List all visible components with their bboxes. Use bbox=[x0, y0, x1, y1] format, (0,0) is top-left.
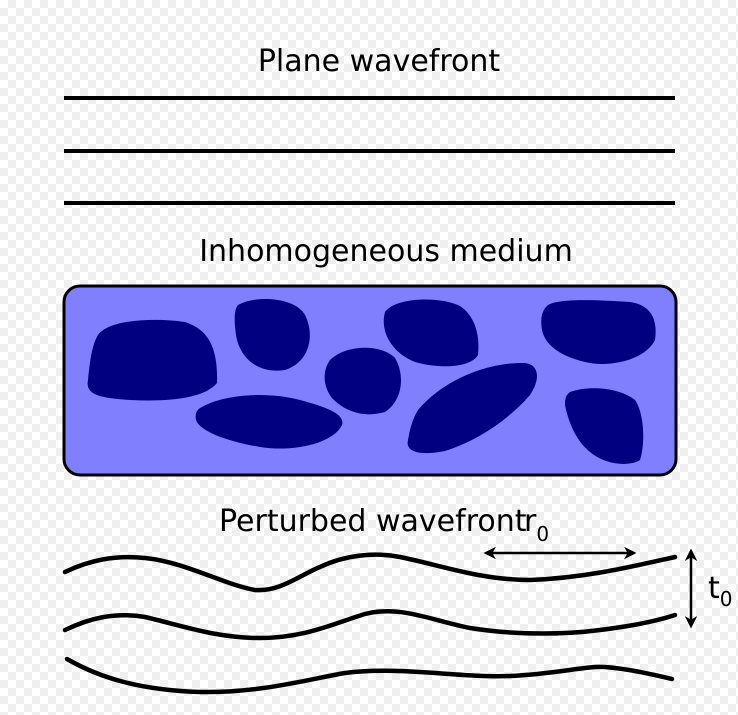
plane-wavefront-lines bbox=[64, 96, 675, 205]
blob bbox=[383, 299, 479, 367]
blob bbox=[541, 300, 656, 364]
t0-label: t0 bbox=[708, 571, 733, 611]
plane-wavefront-title: Plane wavefront bbox=[258, 44, 501, 79]
blob bbox=[87, 319, 218, 401]
blob bbox=[324, 347, 401, 415]
perturbed-wavefront-title: Perturbed wavefront bbox=[219, 504, 527, 539]
perturbed-line bbox=[62, 609, 678, 641]
blob bbox=[234, 299, 310, 371]
r0-label: r0 bbox=[524, 504, 549, 546]
blob bbox=[565, 388, 644, 464]
perturbed-line bbox=[64, 656, 675, 695]
blob bbox=[195, 395, 343, 449]
blob bbox=[407, 362, 537, 454]
inhomogeneities bbox=[87, 299, 656, 464]
perturbed-wavefront-lines bbox=[62, 552, 678, 695]
medium-title: Inhomogeneous medium bbox=[199, 234, 573, 269]
perturbed-line bbox=[62, 552, 678, 593]
